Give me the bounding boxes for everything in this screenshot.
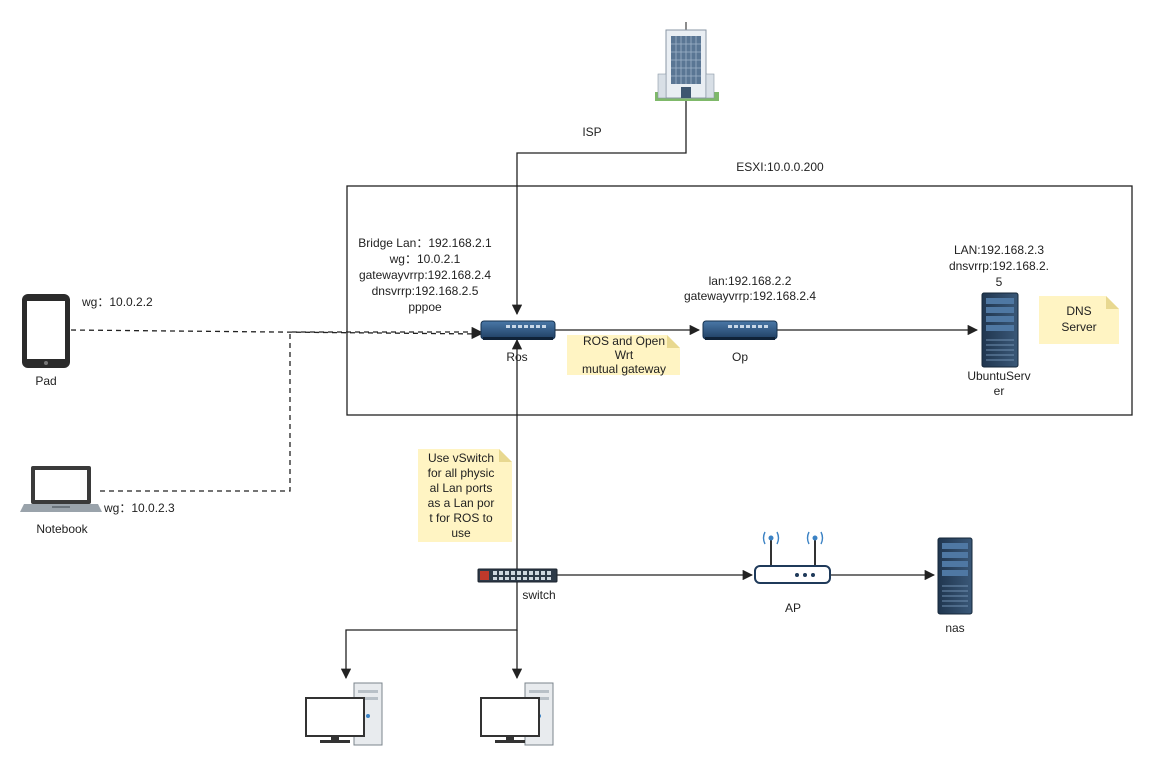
vswitch-note-line: for all physic (428, 466, 495, 480)
ubuntu-info: LAN:192.168.2.3 dnsvrrp:192.168.2. 5 (949, 243, 1049, 289)
dns-note: DNS Server (1039, 296, 1119, 344)
gateway-note-line: Wrt (615, 348, 634, 362)
vswitch-note: Use vSwitch for all physic al Lan ports … (418, 449, 512, 542)
tablet-icon (22, 294, 70, 368)
op-label: Op (732, 350, 748, 364)
pad-label: Pad (35, 374, 56, 388)
esxi-label: ESXI:10.0.0.200 (736, 160, 824, 174)
isp-building-icon (655, 22, 719, 101)
desktop-pc-icon (480, 682, 554, 746)
vswitch-note-line: use (451, 526, 471, 540)
isp-label: ISP (582, 125, 601, 139)
notebook-wg-label: wg：10.0.2.3 (103, 501, 175, 515)
notebook-label: Notebook (36, 522, 88, 536)
ubuntu-info-line: 5 (996, 275, 1003, 289)
ros-router-icon (480, 320, 556, 340)
switch-icon (477, 568, 558, 583)
pad-wg-label: wg：10.0.2.2 (81, 295, 153, 309)
nas-server-icon (937, 537, 973, 615)
op-info-line: lan:192.168.2.2 (709, 274, 792, 288)
op-router-icon (702, 320, 778, 340)
ros-info-line: gatewayvrrp:192.168.2.4 (359, 268, 491, 282)
ros-info-line: dnsvrrp:192.168.2.5 (372, 284, 479, 298)
switch-to-pc1-link (340, 581, 518, 680)
dns-note-line: DNS (1066, 304, 1091, 318)
gateway-note: ROS and Open Wrt mutual gateway (567, 334, 680, 376)
switch-label: switch (522, 588, 555, 602)
ubuntu-info-line: LAN:192.168.2.3 (954, 243, 1044, 257)
desktop-pc-icon (305, 682, 383, 746)
ros-label: Ros (506, 350, 527, 364)
vswitch-note-line: Use vSwitch (428, 451, 494, 465)
vswitch-note-line: as a Lan por (428, 496, 495, 510)
op-info-line: gatewayvrrp:192.168.2.4 (684, 289, 816, 303)
op-info: lan:192.168.2.2 gatewayvrrp:192.168.2.4 (684, 274, 816, 303)
laptop-icon (20, 466, 102, 512)
ap-label: AP (785, 601, 801, 615)
ubuntu-server-icon (981, 292, 1019, 368)
nas-label: nas (945, 621, 964, 635)
access-point-icon (754, 531, 831, 584)
gateway-note-line: mutual gateway (582, 362, 666, 376)
ubuntu-label-line: er (994, 384, 1005, 398)
notebook-to-ros-link (100, 326, 483, 492)
esxi-host-box (346, 185, 1133, 416)
gateway-note-line: ROS and Open (583, 334, 665, 348)
ubuntu-info-line: dnsvrrp:192.168.2. (949, 259, 1049, 273)
vswitch-note-line: t for ROS to (429, 511, 493, 525)
ubuntu-label-line: UbuntuServ (967, 369, 1030, 383)
dns-note-line: Server (1061, 320, 1096, 334)
ros-info-line: wg：10.0.2.1 (389, 252, 461, 266)
ros-info: Bridge Lan：192.168.2.1 wg：10.0.2.1 gatew… (358, 236, 492, 314)
ros-info-line: pppoe (408, 300, 442, 314)
ros-info-line: Bridge Lan：192.168.2.1 (358, 236, 492, 250)
isp-to-ros-link (511, 100, 687, 316)
vswitch-note-line: al Lan ports (430, 481, 493, 495)
